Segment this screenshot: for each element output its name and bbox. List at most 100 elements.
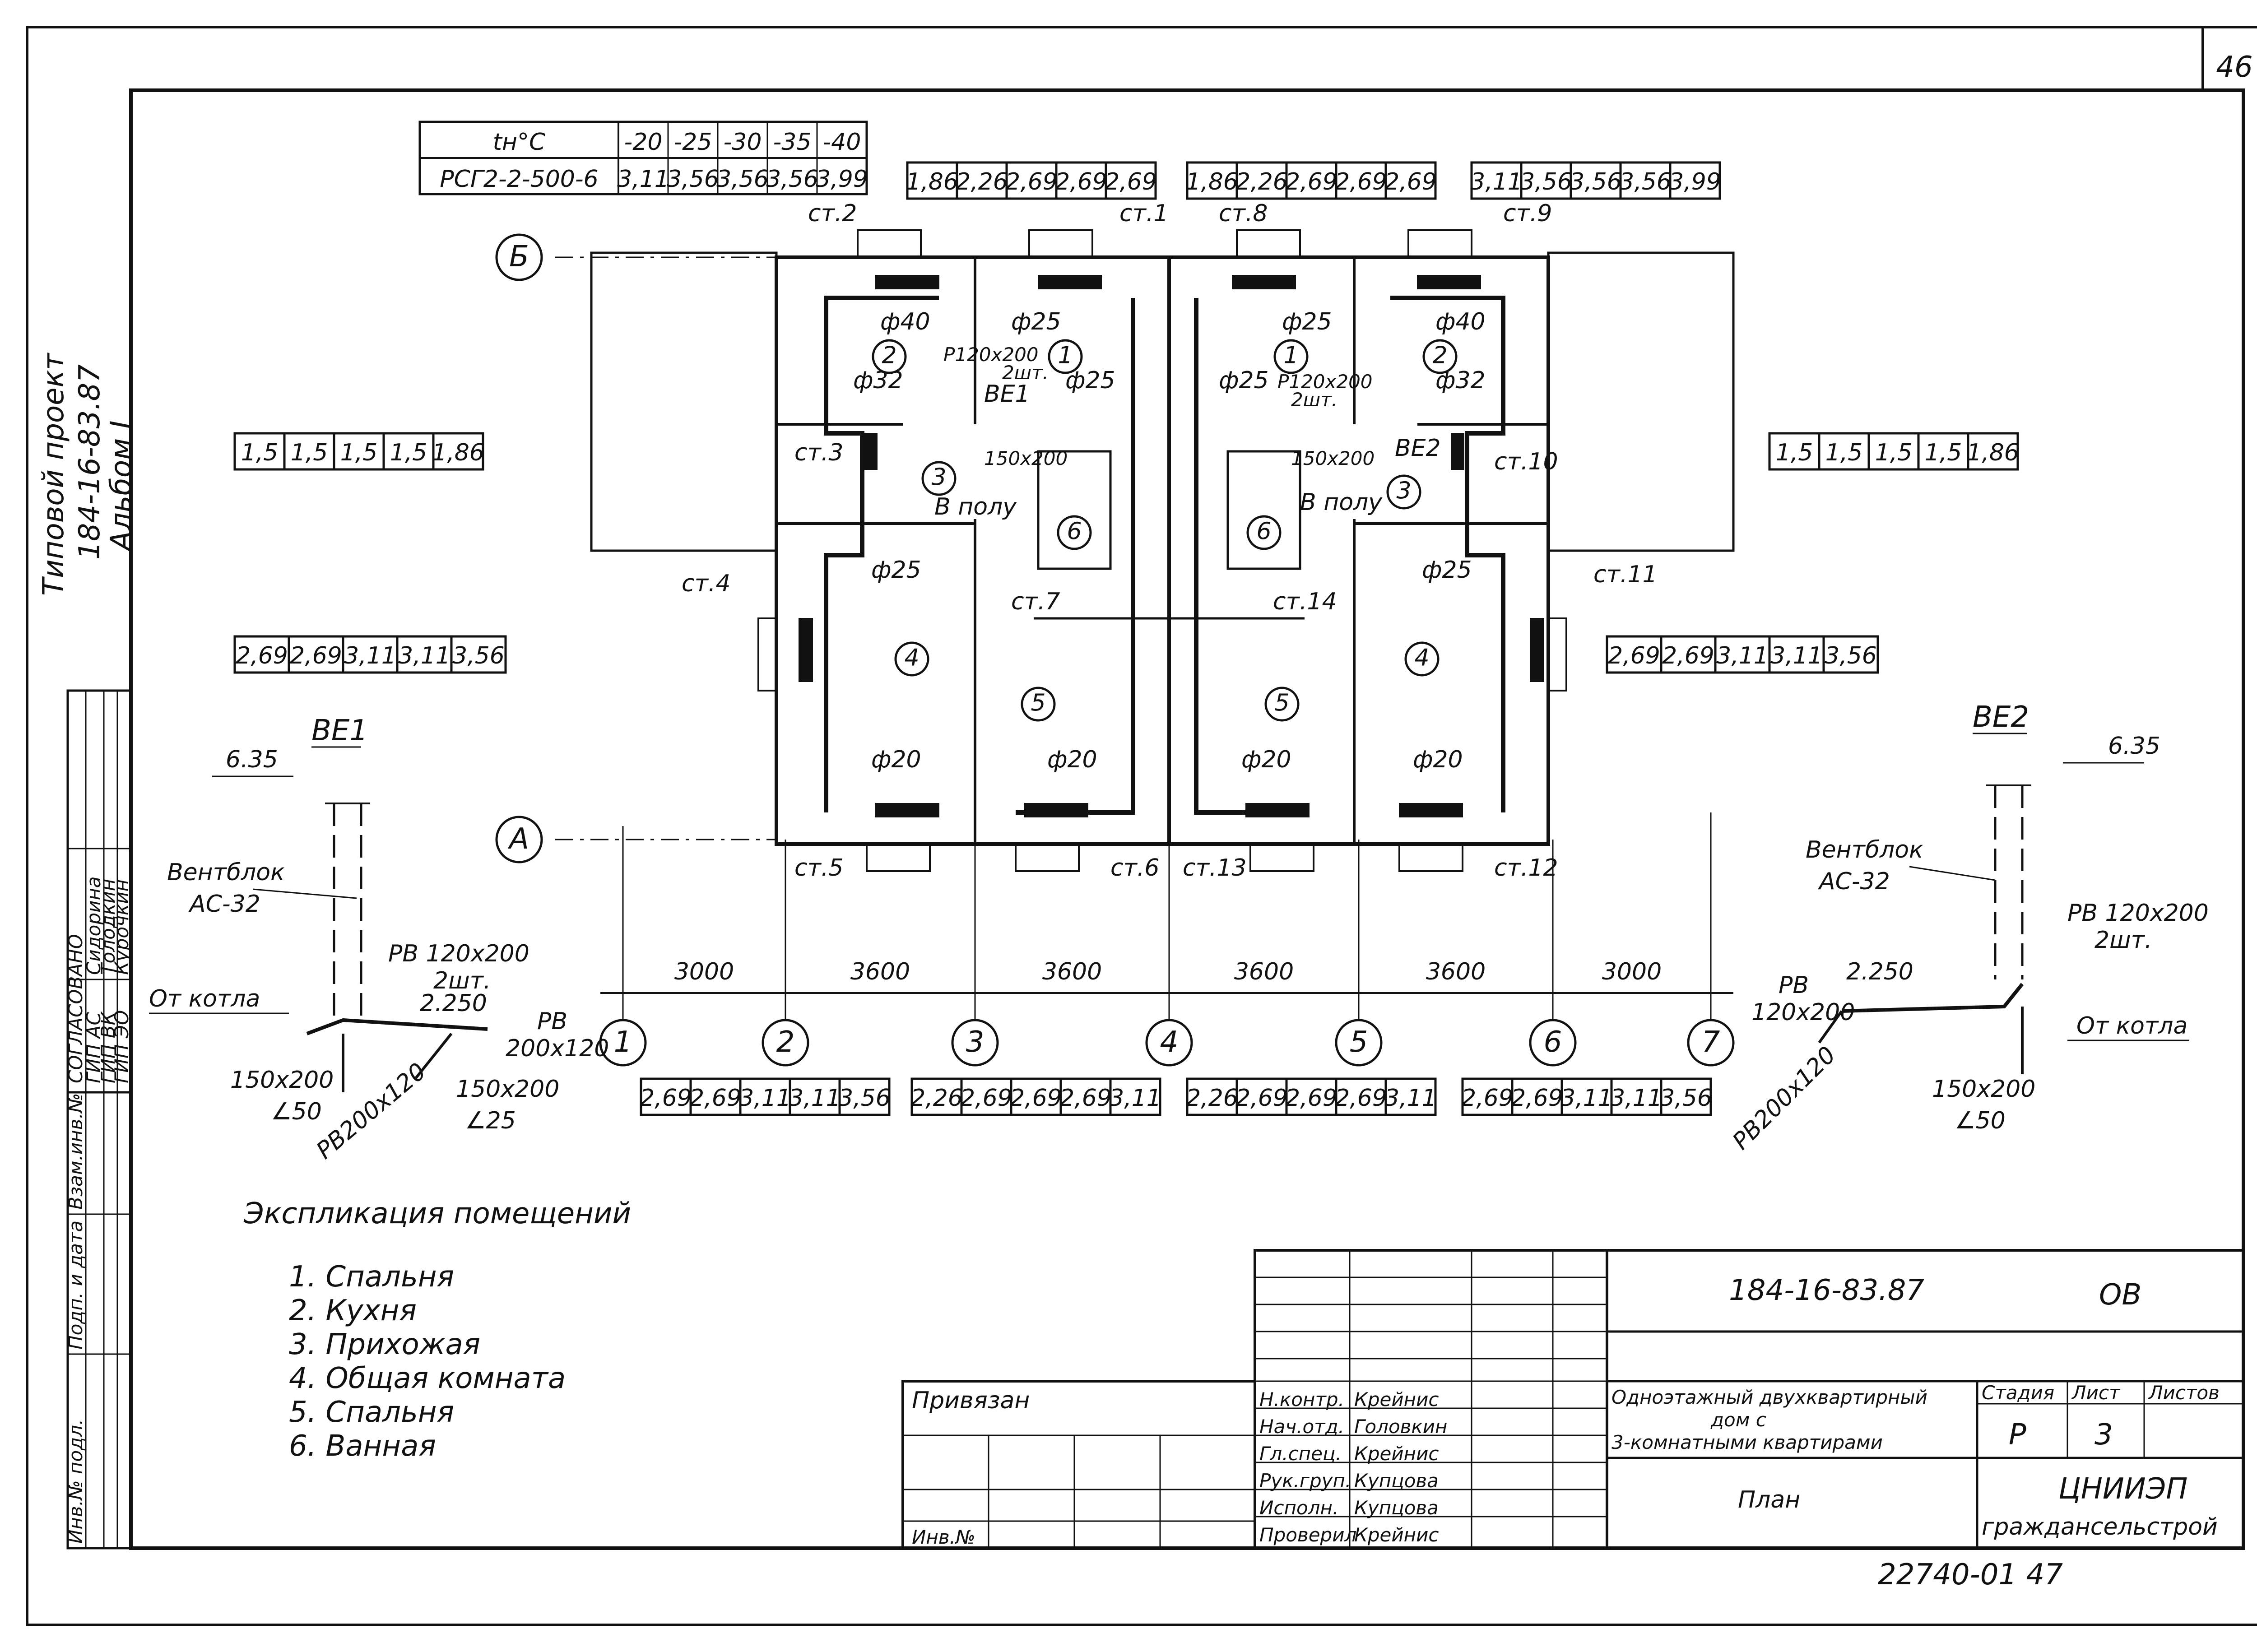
value-box-text: 2,26 bbox=[1186, 1085, 1238, 1112]
room-number-circle bbox=[1021, 687, 1056, 722]
vent-left-duct2: 150x200 bbox=[456, 1076, 559, 1103]
room-number-circle bbox=[1404, 641, 1440, 677]
tb-staff-name: Купцова bbox=[1354, 1470, 1439, 1492]
room-number-circle bbox=[921, 461, 957, 496]
value-box-text: 2,69 bbox=[689, 1085, 742, 1112]
heating-radiator-label: РСГ2-2-500-6 bbox=[440, 166, 598, 193]
value-box-row: 1,862,262,692,692,69 bbox=[906, 161, 1157, 200]
value-box-text: 3,56 bbox=[1619, 168, 1672, 195]
tb-staff-name: Купцова bbox=[1354, 1497, 1439, 1519]
vent-left-grille2-size: 200x120 bbox=[506, 1035, 609, 1062]
legend-item: 6. Ванная bbox=[289, 1429, 436, 1463]
vent-left-duct1: 150x200 bbox=[230, 1067, 334, 1094]
pipe-label: ф20 bbox=[1241, 746, 1291, 773]
value-box-text: 3,11 bbox=[1716, 642, 1769, 669]
value-box-text: 1,86 bbox=[1186, 168, 1238, 195]
riser-label: ст.14 bbox=[1273, 588, 1337, 615]
axis-number: 2 bbox=[776, 1026, 795, 1059]
agreement-row3-name: Курочкин bbox=[111, 879, 133, 975]
value-box-text: 3,56 bbox=[1825, 642, 1877, 669]
tb-staff-name: Крейнис bbox=[1354, 1388, 1439, 1411]
axis-grid bbox=[555, 256, 1733, 1047]
value-box-text: 3,99 bbox=[1669, 168, 1721, 195]
value-box-row: 1,862,262,692,692,69 bbox=[1186, 161, 1437, 200]
room-number: 6 bbox=[1067, 518, 1082, 545]
misc-label: Р120x200 bbox=[1277, 371, 1373, 393]
dimension-label: 3600 bbox=[1234, 958, 1294, 985]
value-box-text: 3,11 bbox=[1384, 1085, 1437, 1112]
vent-right-block: Вентблок bbox=[1806, 836, 1923, 863]
axis-number-circle bbox=[1687, 1019, 1735, 1067]
vent-left-grille2: РВ bbox=[537, 1008, 567, 1035]
vent-left-block: Вентблок bbox=[167, 859, 285, 886]
value-box-text: 2,26 bbox=[1235, 168, 1288, 195]
vent-right-title: ВЕ2 bbox=[1973, 701, 2029, 734]
value-box-cell bbox=[1384, 161, 1437, 200]
value-box-text: 2,69 bbox=[1461, 1085, 1514, 1112]
vent-left-angle2: ∠25 bbox=[465, 1107, 516, 1134]
room-number: 2 bbox=[1432, 342, 1447, 369]
axis-number: 3 bbox=[966, 1026, 985, 1059]
value-box-text: 3,56 bbox=[1520, 168, 1572, 195]
tb-sheet-label: Лист bbox=[2071, 1382, 2121, 1404]
room-number: 6 bbox=[1256, 518, 1271, 545]
vent-right-block-type: АС-32 bbox=[1818, 868, 1890, 895]
tb-sheet-name: План bbox=[1738, 1486, 1800, 1513]
heating-temp: -40 bbox=[823, 129, 861, 156]
title-block: Привязан Инв.№ 184-16-83.87 ОВ Н.контр. … bbox=[901, 1249, 2245, 1550]
legend-item: 4. Общая комната bbox=[289, 1362, 566, 1395]
value-box-text: 3,11 bbox=[398, 642, 450, 669]
axis-number: 6 bbox=[1544, 1026, 1562, 1059]
pipe-label: ф25 bbox=[1219, 367, 1269, 394]
side-title-line3: Альбом I bbox=[105, 420, 138, 552]
value-box-text: 3,56 bbox=[838, 1085, 891, 1112]
misc-label: ВЕ1 bbox=[984, 381, 1030, 408]
value-box-text: 1,5 bbox=[1875, 439, 1913, 466]
pipe-label: ф25 bbox=[1282, 308, 1332, 335]
agreement-row3-role: ГИП ЭО bbox=[111, 1010, 133, 1083]
value-box-cell bbox=[1109, 1077, 1161, 1116]
room-number: 1 bbox=[1283, 342, 1298, 369]
vent-right-grille2-size: 120x200 bbox=[1751, 999, 1855, 1026]
axis-letter: А bbox=[507, 822, 529, 856]
vent-left-elev-mid: 2.250 bbox=[420, 990, 487, 1017]
tb-object-line1: Одноэтажный двухквартирный bbox=[1611, 1386, 1927, 1408]
value-box-row: 2,262,692,692,693,11 bbox=[1186, 1077, 1437, 1116]
room-number: 5 bbox=[1274, 689, 1289, 716]
floor-plan bbox=[590, 229, 1735, 872]
agreement-row2-name: Толодкин bbox=[97, 879, 119, 975]
vent-left-title: ВЕ1 bbox=[311, 714, 368, 747]
axis-number-circle bbox=[1335, 1019, 1383, 1067]
vent-left-block-type: АС-32 bbox=[188, 891, 260, 918]
room-number-circle bbox=[894, 641, 929, 677]
room-number-circle bbox=[872, 339, 907, 374]
heating-temp: -30 bbox=[724, 129, 762, 156]
value-box-cell bbox=[1967, 432, 2019, 471]
value-box-text: 1,5 bbox=[291, 439, 328, 466]
tb-stage: Р bbox=[2009, 1418, 2026, 1452]
tb-staff-name: Крейнис bbox=[1354, 1524, 1439, 1546]
value-box-text: 1,5 bbox=[1825, 439, 1863, 466]
value-box-cell bbox=[1822, 635, 1879, 674]
heating-temp: -20 bbox=[624, 129, 663, 156]
tb-code: 184-16-83.87 bbox=[1729, 1274, 1924, 1307]
value-box-cell bbox=[1384, 1077, 1437, 1116]
tb-staff-name: Головкин bbox=[1354, 1415, 1448, 1438]
heating-temp: -25 bbox=[674, 129, 712, 156]
axis-number-circle bbox=[951, 1019, 999, 1067]
riser-label: ст.5 bbox=[794, 854, 844, 882]
heating-temp: -35 bbox=[773, 129, 812, 156]
riser-label: ст.1 bbox=[1119, 200, 1169, 227]
value-box-text: 2,69 bbox=[1055, 168, 1107, 195]
outer-frame bbox=[26, 26, 2257, 1626]
room-number-circle bbox=[1057, 515, 1092, 550]
value-box-text: 1,5 bbox=[1776, 439, 1813, 466]
tb-staff-name: Крейнис bbox=[1354, 1443, 1439, 1465]
room-number: 1 bbox=[1058, 342, 1073, 369]
sheet-number: 46 bbox=[2216, 51, 2252, 84]
value-box-text: 2,69 bbox=[1235, 1085, 1288, 1112]
